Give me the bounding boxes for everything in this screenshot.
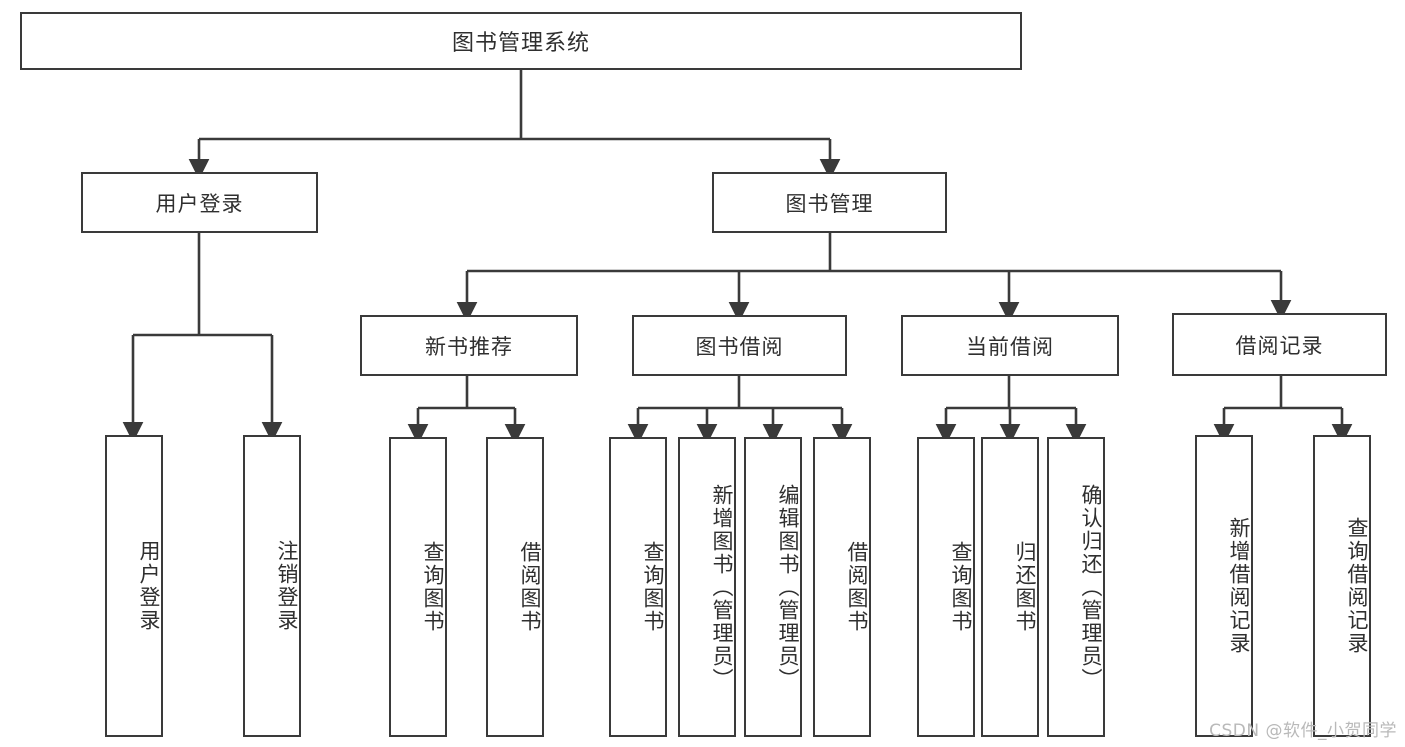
node-book-borrow[interactable]: 图书借阅 xyxy=(632,315,847,376)
node-root-system[interactable]: 图书管理系统 xyxy=(20,12,1022,70)
node-leaf-add-book[interactable]: 新增图书（管理员） xyxy=(678,437,736,737)
node-leaf-borrow-book-b-label: 借阅图书 xyxy=(845,541,869,633)
node-book-borrow-label: 图书借阅 xyxy=(695,334,784,359)
node-leaf-login[interactable]: 用户登录 xyxy=(105,435,163,737)
node-leaf-query-book-a[interactable]: 查询图书 xyxy=(389,437,447,737)
node-leaf-edit-book[interactable]: 编辑图书（管理员） xyxy=(744,437,802,737)
node-leaf-confirm-return-label: 确认归还（管理员） xyxy=(1079,483,1103,691)
node-user-login-label: 用户登录 xyxy=(155,191,244,216)
node-borrow-record[interactable]: 借阅记录 xyxy=(1172,313,1387,376)
node-leaf-query-book-a-label: 查询图书 xyxy=(421,541,445,633)
node-leaf-add-record-label: 新增借阅记录 xyxy=(1227,517,1251,655)
node-book-manage[interactable]: 图书管理 xyxy=(712,172,947,233)
node-leaf-add-record[interactable]: 新增借阅记录 xyxy=(1195,435,1253,737)
node-leaf-logout[interactable]: 注销登录 xyxy=(243,435,301,737)
node-leaf-query-record[interactable]: 查询借阅记录 xyxy=(1313,435,1371,737)
node-leaf-confirm-return[interactable]: 确认归还（管理员） xyxy=(1047,437,1105,737)
node-leaf-return-book-label: 归还图书 xyxy=(1013,541,1037,633)
node-leaf-login-label: 用户登录 xyxy=(137,540,161,632)
node-book-manage-label: 图书管理 xyxy=(785,191,874,216)
node-leaf-query-book-c-label: 查询图书 xyxy=(949,541,973,633)
node-new-book-rec-label: 新书推荐 xyxy=(425,334,513,359)
node-leaf-logout-label: 注销登录 xyxy=(275,540,299,632)
node-leaf-edit-book-label: 编辑图书（管理员） xyxy=(776,483,800,691)
node-leaf-borrow-book-a-label: 借阅图书 xyxy=(518,541,542,633)
node-current-borrow-label: 当前借阅 xyxy=(966,334,1054,359)
node-leaf-add-book-label: 新增图书（管理员） xyxy=(710,483,734,691)
node-root-label: 图书管理系统 xyxy=(451,31,590,56)
node-new-book-rec[interactable]: 新书推荐 xyxy=(360,315,578,376)
node-leaf-return-book[interactable]: 归还图书 xyxy=(981,437,1039,737)
watermark-text: CSDN @软件_小贺同学 xyxy=(1209,721,1397,741)
node-user-login[interactable]: 用户登录 xyxy=(81,172,318,233)
node-leaf-borrow-book-a[interactable]: 借阅图书 xyxy=(486,437,544,737)
node-leaf-query-book-b-label: 查询图书 xyxy=(641,541,665,633)
node-current-borrow[interactable]: 当前借阅 xyxy=(901,315,1119,376)
node-leaf-query-book-b[interactable]: 查询图书 xyxy=(609,437,667,737)
node-leaf-query-book-c[interactable]: 查询图书 xyxy=(917,437,975,737)
node-leaf-query-record-label: 查询借阅记录 xyxy=(1345,517,1369,655)
node-borrow-record-label: 借阅记录 xyxy=(1235,333,1324,358)
node-leaf-borrow-book-b[interactable]: 借阅图书 xyxy=(813,437,871,737)
